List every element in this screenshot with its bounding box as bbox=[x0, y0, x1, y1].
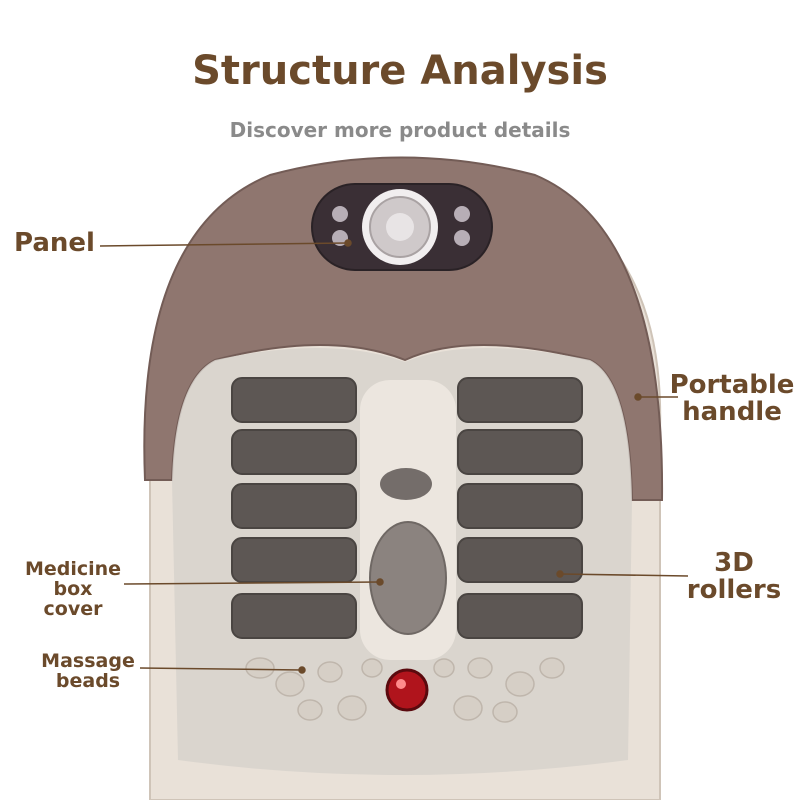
callout-3d-rollers-line1: 3D bbox=[714, 548, 754, 578]
callout-portable-handle-line2: handle bbox=[682, 397, 782, 428]
heater-light bbox=[385, 668, 429, 712]
callout-massage-beads-line2: beads bbox=[55, 669, 121, 692]
upper-vent bbox=[380, 468, 432, 500]
page-subtitle: Discover more product details bbox=[229, 118, 571, 142]
callout-medicine-box-cover: Medicine box cover bbox=[18, 558, 128, 620]
callout-portable-handle: Portable handle bbox=[664, 370, 800, 428]
callout-3d-rollers: 3D rollers bbox=[684, 548, 784, 606]
callout-medicine-line3: cover bbox=[43, 597, 103, 620]
callout-lines bbox=[99, 239, 689, 674]
page-title: Structure Analysis bbox=[192, 48, 608, 94]
massage-beads bbox=[245, 657, 565, 723]
callout-3d-rollers-line2: rollers bbox=[686, 575, 782, 606]
callout-portable-handle-line1: Portable bbox=[669, 370, 795, 400]
callout-panel-text: Panel bbox=[14, 228, 95, 258]
callout-massage-beads-line1: Massage bbox=[41, 650, 135, 672]
callout-massage-beads: Massage beads bbox=[30, 650, 146, 692]
callout-medicine-line1: Medicine bbox=[24, 558, 122, 580]
left-rollers bbox=[231, 377, 357, 639]
right-rollers bbox=[457, 377, 583, 639]
control-panel bbox=[311, 183, 493, 271]
callout-panel: Panel bbox=[14, 228, 95, 258]
medicine-box-cover bbox=[369, 521, 447, 635]
callout-medicine-line2: box bbox=[53, 577, 93, 600]
